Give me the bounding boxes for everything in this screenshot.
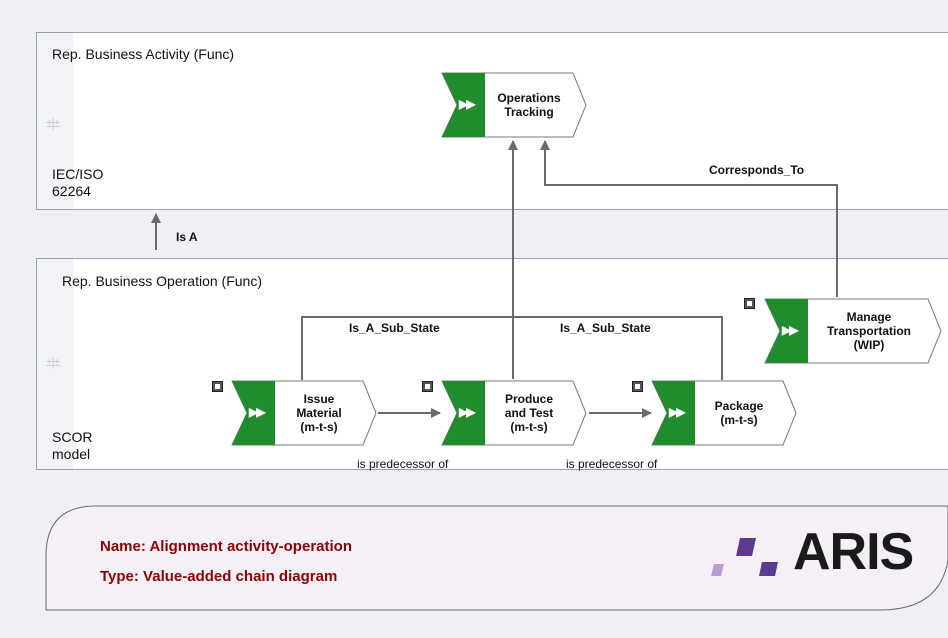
sub-state-bracket[interactable] [301, 316, 723, 380]
assignment-icon[interactable] [212, 381, 223, 392]
logo-square-small-left [711, 564, 724, 576]
function-label: Issue Material (m-t-s) [296, 392, 342, 434]
assignment-icon[interactable] [744, 298, 755, 309]
corresponds-to-arrow[interactable] [540, 140, 838, 297]
corresponds-to-label: Corresponds_To [709, 163, 805, 177]
function-operations-tracking[interactable]: ▶▶ Operations Tracking [441, 72, 587, 138]
function-label: Operations Tracking [497, 91, 561, 119]
model-name: Name: Alignment activity-operation [100, 538, 352, 555]
sub-state-label-left: Is_A_Sub_State [349, 321, 440, 335]
logo-square-large [736, 538, 756, 556]
aris-logo-text: ARIS [793, 523, 914, 581]
chevron-double-icon: ▶▶ [782, 323, 799, 337]
is-a-label: Is A [176, 230, 198, 244]
model-type: Type: Value-added chain diagram [100, 568, 338, 585]
chevron-double-icon: ▶▶ [669, 405, 686, 419]
assignment-icon[interactable] [422, 381, 433, 392]
function-produce-and-test[interactable]: ▶▶ Produce and Test (m-t-s) [441, 380, 587, 446]
lane-title-activity: Rep. Business Activity (Func) [52, 46, 235, 62]
function-manage-transportation[interactable]: ▶▶ Manage Transportation (WIP) [764, 298, 942, 364]
lane-gutter [37, 33, 73, 209]
lane-marker-icon: ±|± [46, 116, 60, 130]
function-shape [651, 380, 797, 446]
lane-title-operation: Rep. Business Operation (Func) [62, 273, 262, 289]
function-shape [231, 380, 377, 446]
chevron-double-icon: ▶▶ [459, 405, 476, 419]
chevron-double-icon: ▶▶ [249, 405, 266, 419]
assignment-icon[interactable] [632, 381, 643, 392]
function-shape [441, 380, 587, 446]
function-shape [441, 72, 587, 138]
lane-label-iec: IEC/ISO 62264 [52, 166, 104, 199]
function-issue-material[interactable]: ▶▶ Issue Material (m-t-s) [231, 380, 377, 446]
lane-gutter [37, 259, 73, 469]
lane-label-scor: SCOR model [52, 429, 93, 462]
logo-square-right [759, 562, 778, 576]
function-label: Manage Transportation (WIP) [826, 310, 911, 352]
function-label: Package (m-t-s) [714, 399, 764, 427]
function-label: Produce and Test (m-t-s) [504, 392, 554, 434]
sub-state-label-right: Is_A_Sub_State [560, 321, 651, 335]
predecessor-label-2: is predecessor of [566, 457, 658, 471]
lane-marker-icon: ±|± [46, 355, 60, 369]
function-package[interactable]: ▶▶ Package (m-t-s) [651, 380, 797, 446]
chevron-double-icon: ▶▶ [459, 97, 476, 111]
predecessor-label-1: is predecessor of [357, 457, 449, 471]
function-shape [764, 298, 942, 364]
